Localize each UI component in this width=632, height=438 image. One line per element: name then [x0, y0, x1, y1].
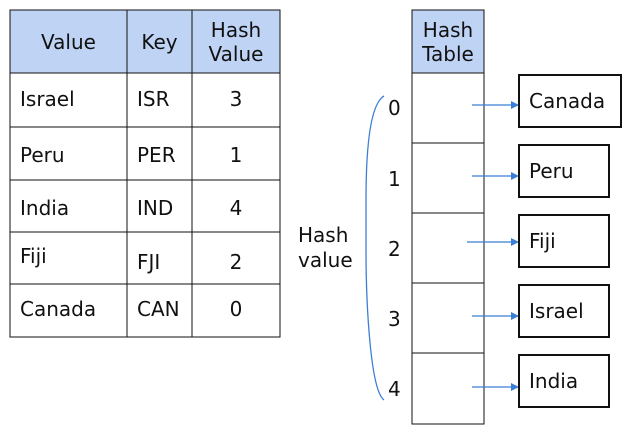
row-key: PER [137, 143, 176, 167]
entry-box: Canada [518, 74, 622, 128]
row-hash: 2 [229, 250, 243, 274]
hash-table-header-bg [412, 10, 484, 73]
lookup-table-header-bg [10, 10, 280, 73]
row-value: India [20, 196, 70, 220]
row-key: ISR [137, 87, 170, 111]
slot-index: 2 [388, 237, 401, 261]
hash-value-brace [365, 95, 385, 401]
row-hash: 0 [229, 297, 243, 321]
hash-value-label: Hash value [298, 223, 353, 272]
header-hash-value: Hash Value [208, 17, 264, 66]
entry-box: Israel [518, 284, 610, 338]
header-value: Value [41, 29, 96, 54]
row-key: FJI [137, 250, 161, 274]
lookup-table [9, 9, 281, 338]
entry-box: Peru [518, 144, 610, 198]
hash-table [411, 9, 485, 425]
slot-index: 4 [388, 377, 401, 401]
hash-table-border [411, 9, 485, 425]
row-value: Canada [20, 297, 97, 321]
row-key: IND [137, 196, 174, 220]
row-value: Fiji [20, 244, 47, 268]
row-value: Israel [20, 87, 75, 111]
row-hash: 1 [229, 143, 243, 167]
hash-table-header: Hash Table [422, 17, 474, 66]
slot-index: 0 [388, 96, 401, 120]
entry-box: Fiji [518, 214, 610, 268]
row-key: CAN [137, 297, 180, 321]
row-value: Peru [20, 143, 65, 167]
slot-arrows [467, 101, 519, 391]
entry-box: India [518, 354, 610, 408]
header-key: Key [141, 29, 178, 54]
row-hash: 3 [229, 87, 243, 111]
slot-index: 1 [388, 167, 401, 191]
slot-index: 3 [388, 307, 401, 331]
row-hash: 4 [229, 196, 243, 220]
lookup-table-border [9, 9, 281, 338]
